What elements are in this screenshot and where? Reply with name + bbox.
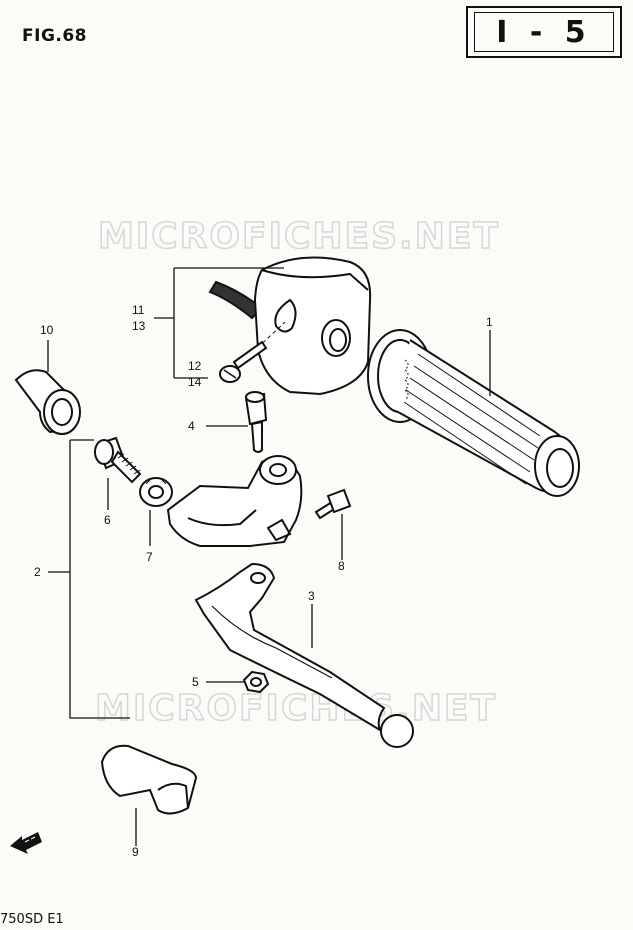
callout-2: 2: [34, 565, 41, 579]
callout-11: 11: [132, 303, 145, 317]
section-code: I - 5: [496, 14, 592, 50]
figure-number: FIG.68: [22, 26, 88, 46]
part-lever-boot: [14, 369, 81, 435]
callout-10: 10: [40, 323, 54, 337]
callout-7: 7: [146, 550, 153, 564]
part-clutch-lever: [194, 562, 414, 748]
callout-6: 6: [104, 513, 111, 527]
section-code-box: I - 5: [466, 6, 622, 58]
callout-5: 5: [192, 675, 199, 689]
part-holder-screw: [314, 488, 352, 520]
front-direction-arrow-icon: [10, 832, 42, 854]
callout-9: 9: [132, 845, 139, 859]
model-code: 750SD E1: [0, 912, 64, 927]
callout-3: 3: [308, 589, 315, 603]
part-adjuster-bolt: [94, 436, 142, 484]
callout-13: 13: [132, 319, 146, 333]
callout-12: 12: [188, 359, 202, 373]
part-grip: [367, 329, 580, 497]
part-adjuster-locknut: [139, 477, 173, 507]
leader-lines: [47, 267, 491, 846]
part-housing-screw: [219, 321, 286, 383]
watermark-bottom: MICROFICHES.NET: [95, 688, 497, 729]
watermark-top: MICROFICHES.NET: [98, 216, 500, 257]
callout-8: 8: [338, 559, 345, 573]
callout-4: 4: [188, 419, 195, 433]
callout-14: 14: [188, 375, 202, 389]
part-lever-cover: [100, 744, 198, 815]
part-switch-housing: [208, 256, 372, 396]
part-pivot-bolt: [244, 391, 268, 453]
part-lever-holder: [166, 455, 303, 547]
callout-1: 1: [486, 315, 493, 329]
part-pivot-nut: [242, 670, 270, 694]
